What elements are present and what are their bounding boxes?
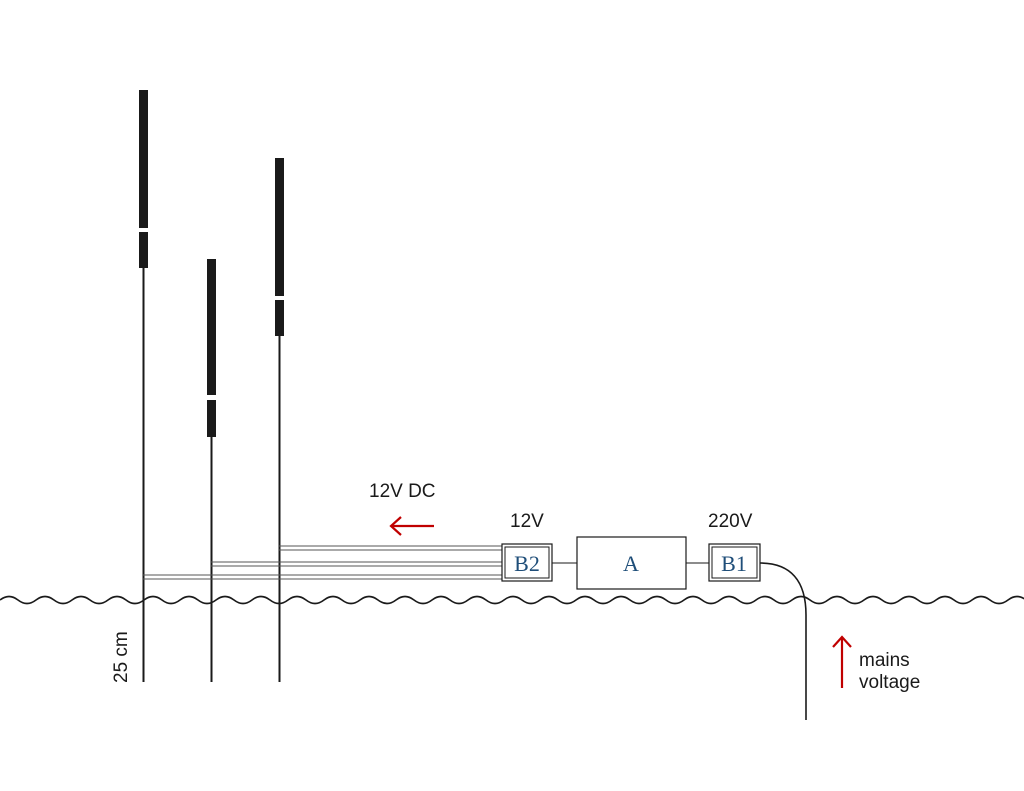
light-pole-2 [207,259,216,682]
ground-line [0,595,1024,605]
box-b1-label: B1 [721,551,747,576]
box-a-label: A [623,551,639,576]
dc-wires [143,545,502,580]
label-220v: 220V [708,511,753,532]
mains-cable [759,562,807,720]
mains-label-line2: voltage [859,672,920,693]
box-b2: B2 [501,543,553,582]
box-b2-label: B2 [514,551,540,576]
arrow-up-icon [832,635,852,688]
dc-label: 12V DC [369,481,436,502]
depth-label: 25 cm [111,631,132,683]
light-pole-3 [275,158,284,682]
arrow-left-icon [389,516,434,536]
label-12v: 12V [510,511,544,532]
light-pole-1 [139,90,148,682]
mains-label-line1: mains [859,650,910,671]
box-b1: B1 [708,543,761,582]
box-a: A [576,536,687,590]
